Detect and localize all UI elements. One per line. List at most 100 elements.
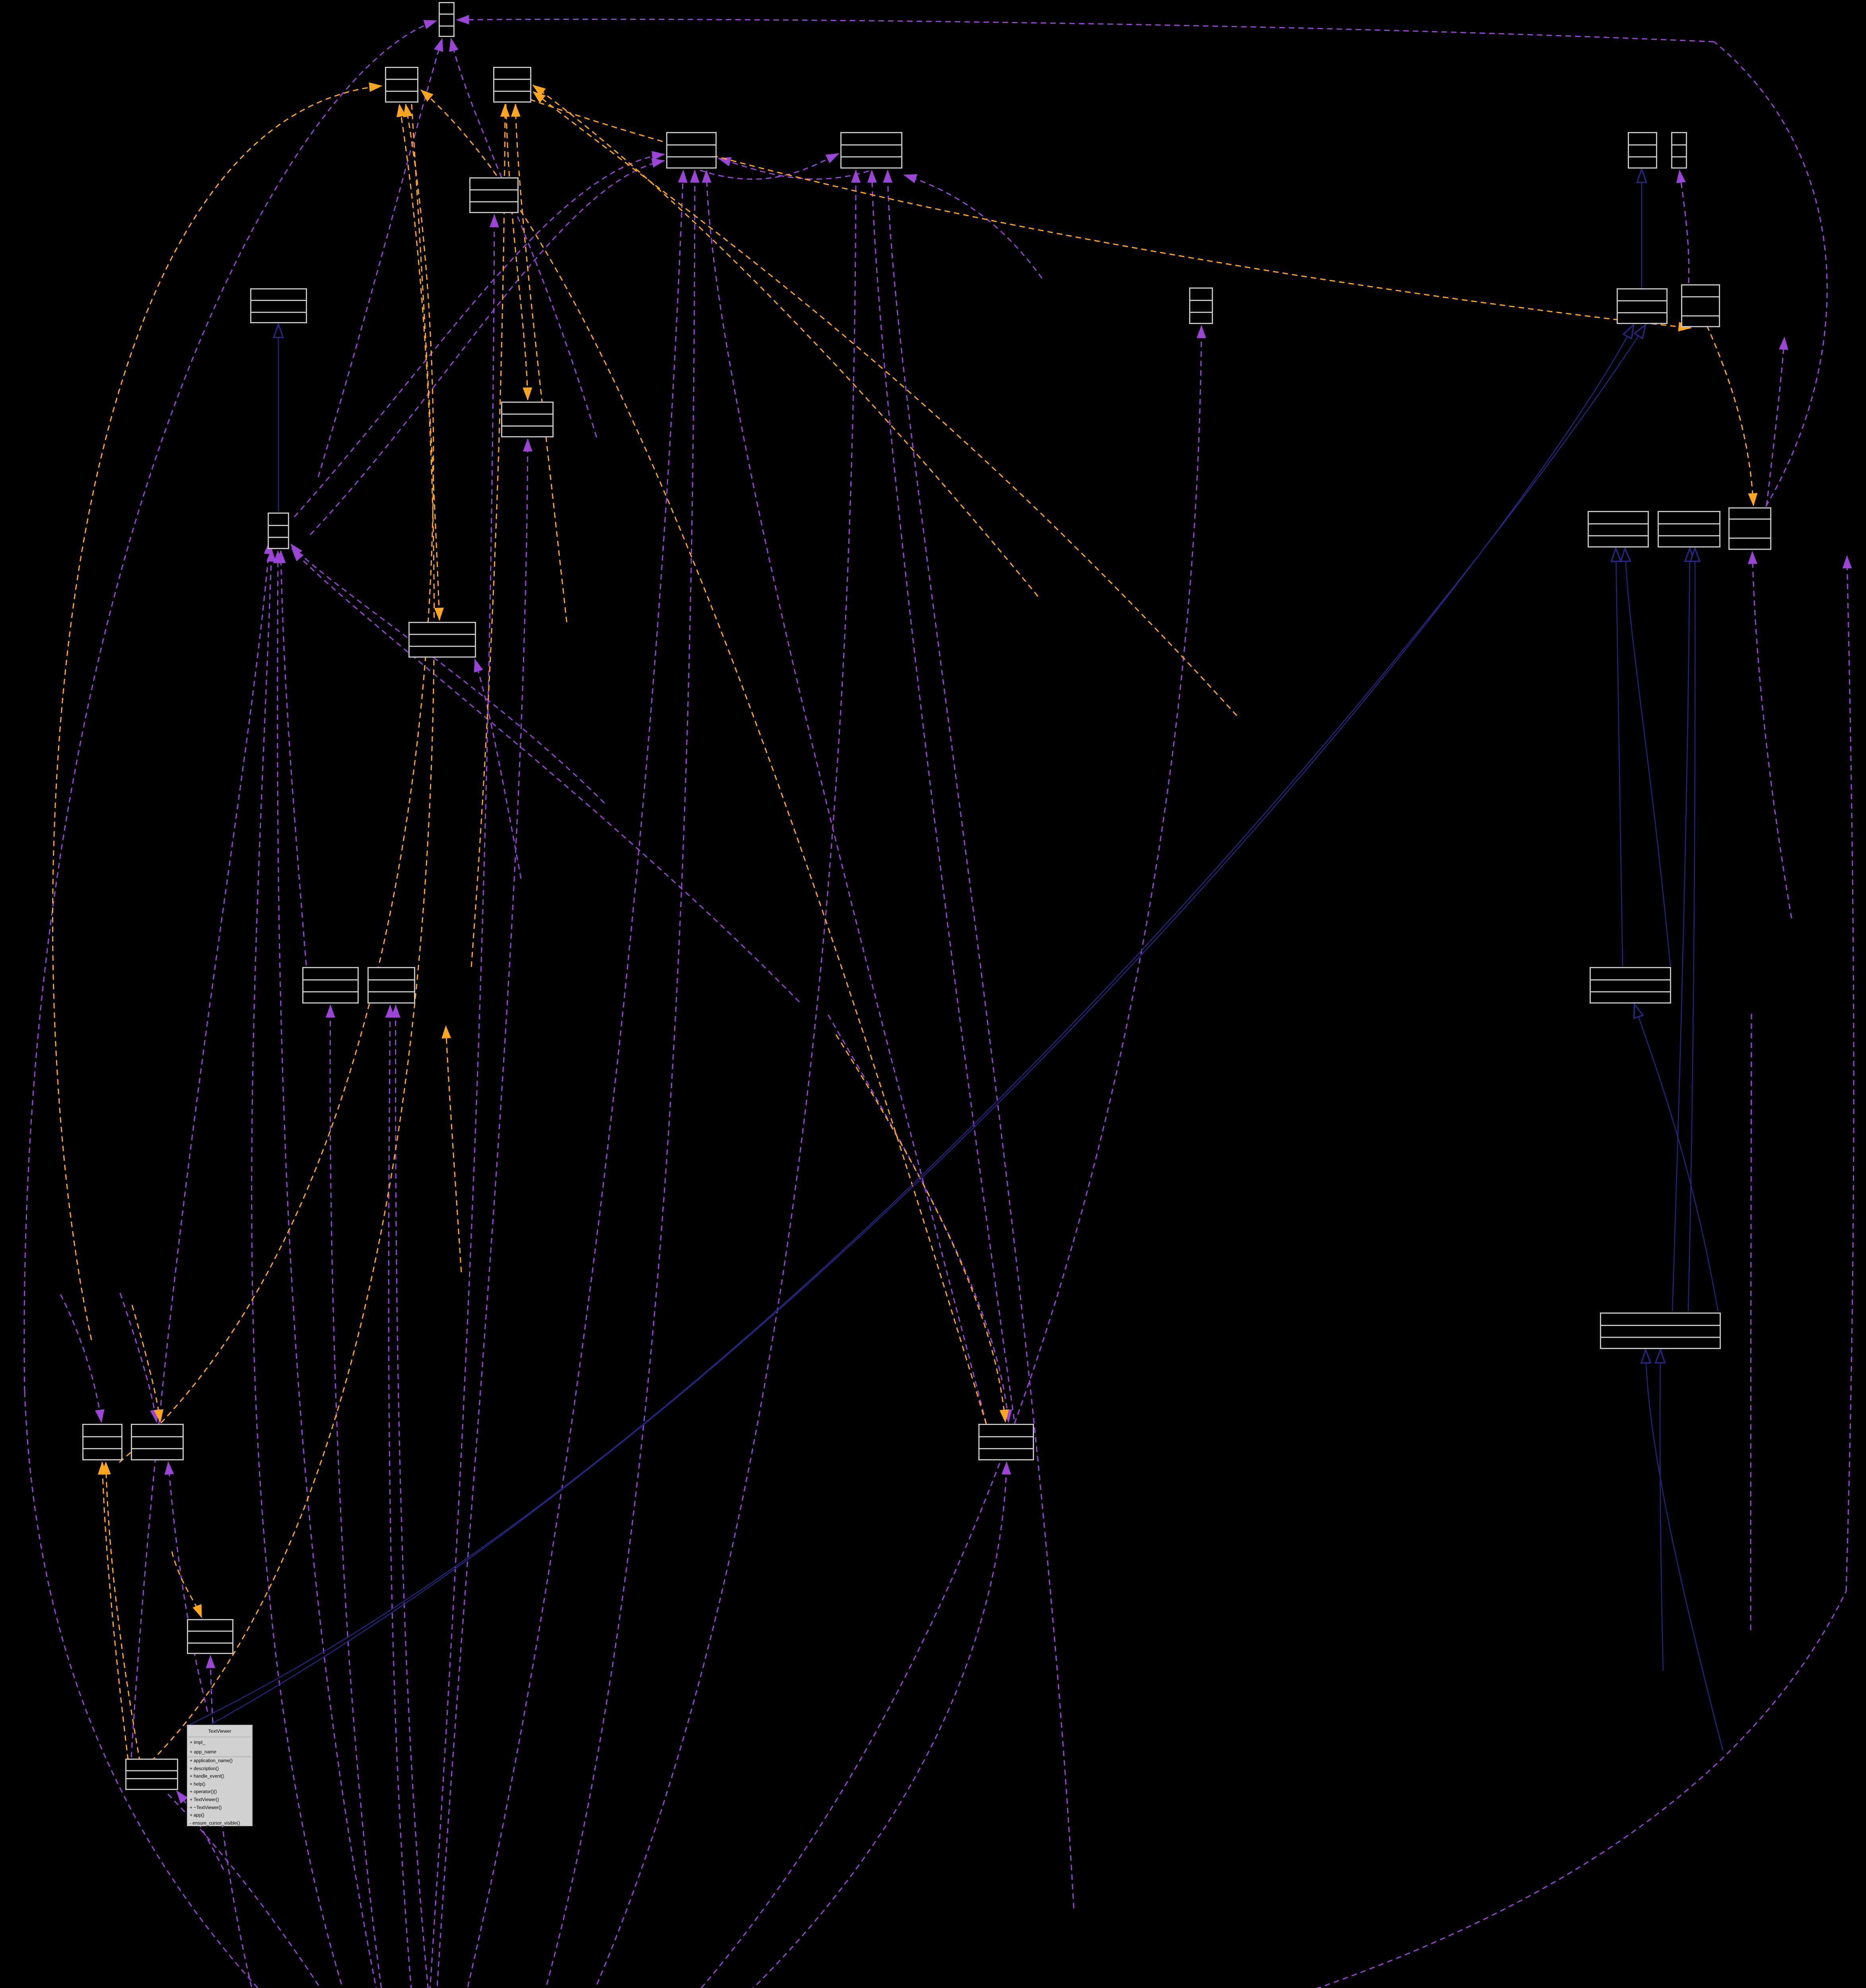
dependency-edge	[60, 1294, 105, 1423]
compartment-divider	[188, 1642, 232, 1644]
compartment-divider	[440, 14, 453, 15]
compartment-divider	[494, 79, 530, 80]
class-node-u	[1590, 967, 1671, 1004]
compartment-divider	[1190, 300, 1212, 301]
class-node-v	[1600, 1312, 1721, 1349]
class-node-r	[1728, 507, 1771, 550]
dependency-edge	[131, 1305, 164, 1423]
class-node-q	[1658, 511, 1720, 547]
compartment-divider	[410, 634, 475, 635]
compartment-divider	[1682, 315, 1719, 316]
compartment-divider	[303, 979, 358, 980]
compartment-divider	[251, 300, 306, 301]
dependency-edge	[441, 1025, 462, 1273]
compartment-divider	[1190, 312, 1212, 313]
compartment-divider	[980, 1448, 1033, 1449]
class-node-c	[493, 67, 531, 103]
dependency-edge	[595, 169, 861, 1988]
class-title: TextViewer	[188, 1726, 251, 1738]
compartment-divider	[667, 144, 715, 146]
dependency-edge	[101, 1461, 141, 1763]
dependency-edge	[1316, 1591, 1847, 1988]
dependency-edge	[545, 169, 700, 1988]
dependency-edge	[325, 1004, 382, 1988]
class-method: + application_name()	[190, 1759, 233, 1763]
compartment-divider	[1659, 523, 1719, 524]
dependency-edge	[130, 541, 274, 1758]
dependency-edge	[1714, 41, 1828, 507]
dependency-edge	[1747, 551, 1792, 919]
compartment-divider	[84, 1436, 121, 1437]
dependency-edge	[164, 1461, 208, 1712]
dependency-edge	[456, 15, 1714, 43]
class-node-k	[1671, 132, 1687, 169]
class-node-j	[1628, 132, 1657, 169]
compartment-divider	[470, 189, 517, 190]
dependency-edge	[1676, 169, 1690, 283]
dependency-edge	[429, 214, 499, 1988]
class-method: - ensure_cursor_visible()	[190, 1821, 240, 1826]
class-method: + ~TextViewer()	[190, 1805, 222, 1810]
dependency-edge	[385, 1004, 412, 1988]
compartment-divider	[1659, 535, 1719, 536]
class-node-p	[1588, 511, 1649, 547]
compartment-divider	[842, 144, 901, 146]
class-node-e	[666, 132, 717, 169]
compartment-divider	[1629, 144, 1656, 146]
class-attributes: + impl_+ app_name	[188, 1738, 251, 1757]
dependency-edge	[206, 1655, 253, 1988]
compartment-divider	[502, 425, 552, 427]
dependency-edge	[474, 658, 522, 879]
compartment-divider	[1629, 156, 1656, 157]
class-attribute: + impl_	[190, 1740, 206, 1745]
compartment-divider	[303, 991, 358, 992]
dependency-edge	[1842, 555, 1854, 1592]
dependency-edge	[290, 543, 605, 804]
compartment-divider	[269, 525, 288, 526]
class-node-o	[408, 622, 476, 658]
inheritance-edge	[1660, 1350, 1663, 1671]
class-node-l	[1617, 288, 1668, 324]
compartment-divider	[980, 1436, 1033, 1437]
dependency-edge	[532, 84, 1039, 597]
compartment-divider	[1672, 156, 1686, 157]
dependency-edge	[251, 548, 344, 1988]
class-methods: + application_name()+ description()+ han…	[188, 1757, 251, 1827]
compartment-divider	[369, 979, 414, 980]
class-node-x	[131, 1424, 184, 1460]
dependency-edge	[97, 1461, 129, 1760]
dependency-edge	[835, 1034, 1009, 1423]
compartment-divider	[1589, 523, 1648, 524]
dependency-edge	[436, 438, 533, 1988]
inheritance-edge	[1616, 549, 1623, 967]
compartment-divider	[1589, 535, 1648, 536]
compartment-divider	[1591, 979, 1670, 980]
dependency-edge	[167, 1793, 321, 1988]
dependency-edge	[411, 104, 444, 621]
compartment-divider	[132, 1448, 183, 1449]
dependency-edge	[700, 153, 840, 180]
class-method: + description()	[190, 1766, 219, 1771]
dependency-edge	[521, 95, 1692, 332]
class-node-textviewer: TextViewer + impl_+ app_name + applicati…	[187, 1725, 253, 1826]
class-method: + app()	[190, 1813, 204, 1818]
dependency-edge	[1766, 336, 1788, 506]
dependency-edge	[23, 20, 437, 1392]
class-node-d	[469, 177, 519, 213]
class-node-g	[250, 288, 307, 323]
dependency-edge	[1702, 316, 1758, 507]
inheritance-edge	[187, 325, 1645, 1726]
class-method: + help()	[190, 1782, 206, 1787]
dependency-edge	[883, 169, 1075, 1909]
dependency-edge	[470, 103, 510, 967]
compartment-divider	[126, 1770, 177, 1771]
compartment-divider	[251, 312, 306, 313]
dependency-edge	[317, 38, 443, 478]
dependency-edge	[702, 169, 987, 1424]
compartment-divider	[842, 156, 901, 157]
dependency-edge	[511, 103, 568, 623]
compartment-divider	[470, 201, 517, 202]
dependency-edge	[52, 82, 383, 1340]
class-node-y	[978, 1424, 1034, 1460]
